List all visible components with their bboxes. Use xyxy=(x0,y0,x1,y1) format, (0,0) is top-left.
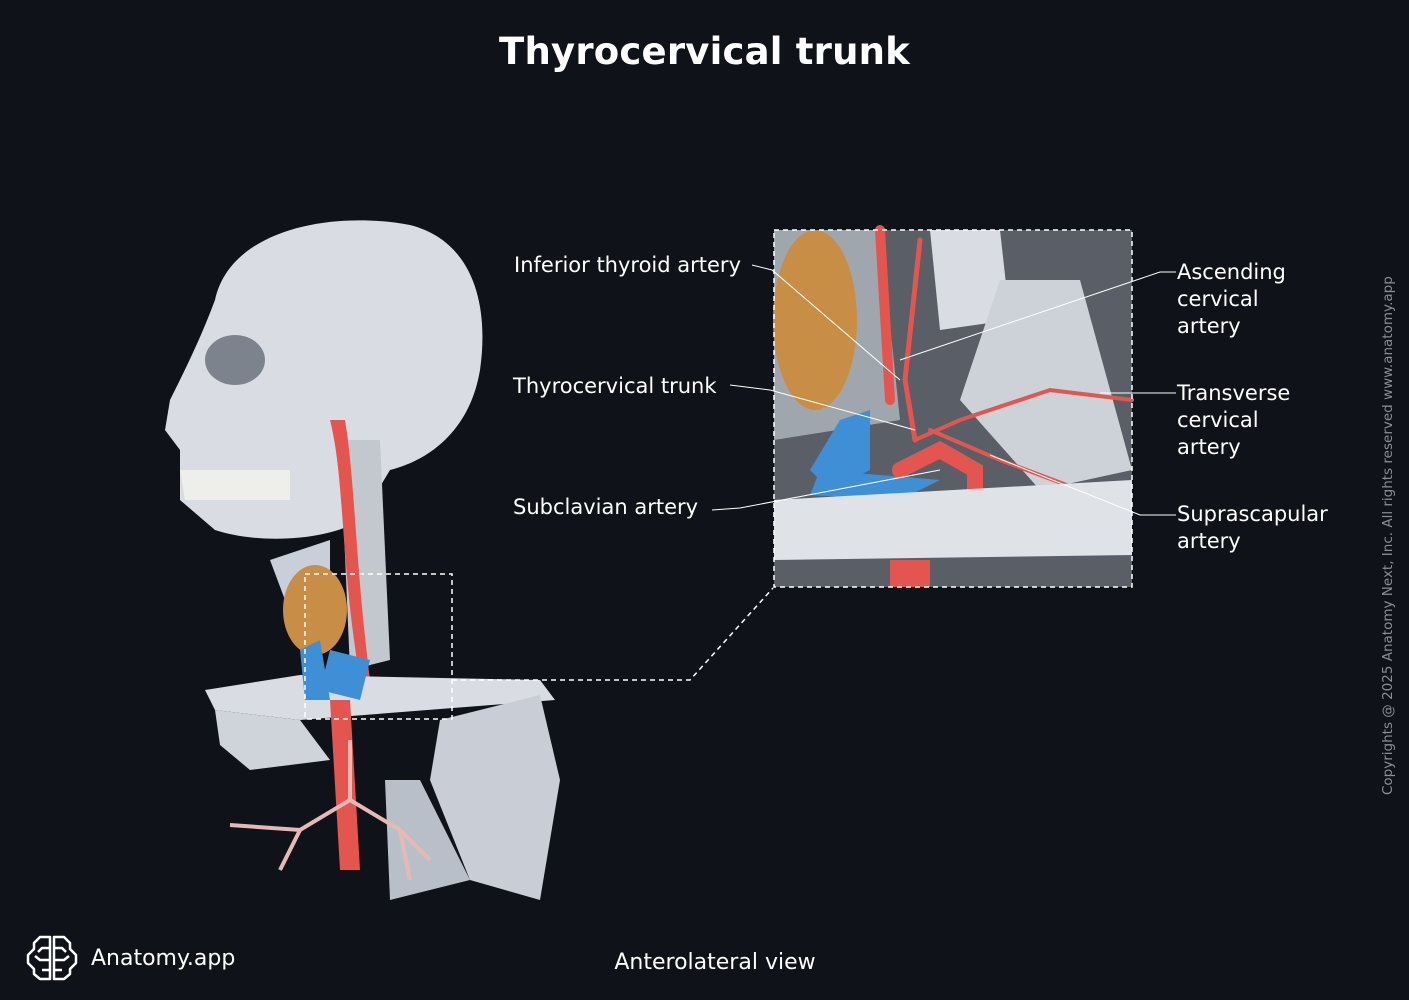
label-line: artery xyxy=(1177,435,1241,459)
zoom-region-box xyxy=(304,573,453,720)
label-inferior-thyroid-artery: Inferior thyroid artery xyxy=(514,253,741,277)
label-line: Transverse xyxy=(1177,381,1291,405)
page-title: Thyrocervical trunk xyxy=(499,30,910,73)
label-transverse-cervical-artery: Transverse cervical artery xyxy=(1177,380,1290,461)
view-caption: Anterolateral view xyxy=(614,950,816,975)
inset-box xyxy=(773,229,1133,588)
label-subclavian-artery: Subclavian artery xyxy=(513,495,699,519)
brand-logo: Anatomy.app xyxy=(25,934,235,982)
label-line: artery xyxy=(1177,314,1241,338)
inset-illustration xyxy=(773,225,1134,587)
leader-lines xyxy=(711,264,1176,516)
skull-figure xyxy=(165,220,560,900)
brain-icon xyxy=(26,935,78,981)
label-line: Ascending xyxy=(1177,260,1286,284)
label-line: cervical xyxy=(1177,408,1259,432)
brand-name: Anatomy.app xyxy=(91,945,236,971)
label-line: artery xyxy=(1177,529,1241,553)
copyright-notice: Copyrights @ 2025 Anatomy Next, Inc. All… xyxy=(1380,276,1396,795)
label-suprascapular-artery: Suprascapular artery xyxy=(1177,501,1328,555)
label-line: Suprascapular xyxy=(1177,502,1328,526)
label-line: cervical xyxy=(1177,287,1259,311)
label-ascending-cervical-artery: Ascending cervical artery xyxy=(1177,259,1286,340)
zoom-connector xyxy=(452,587,774,681)
label-thyrocervical-trunk: Thyrocervical trunk xyxy=(513,374,717,398)
